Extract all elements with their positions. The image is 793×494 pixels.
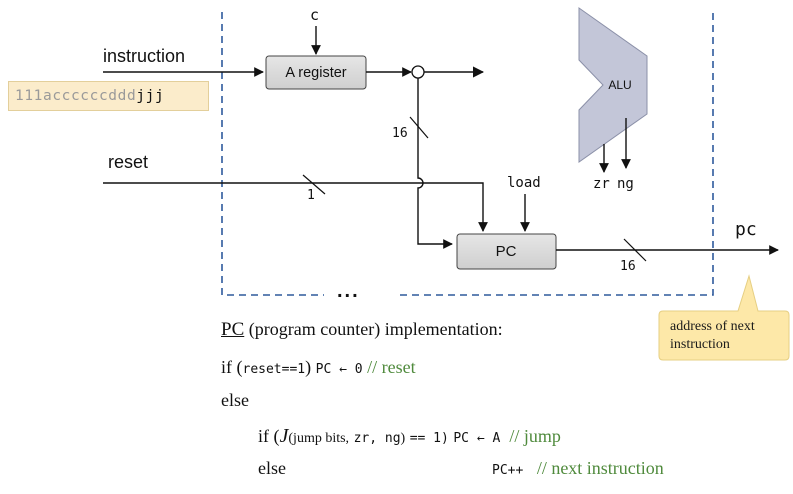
- alu-shape: [578, 7, 648, 163]
- paren-open-1: (: [236, 357, 243, 377]
- jump-args-open: (jump bits,: [288, 431, 350, 446]
- instruction-jump-bits: jjj: [136, 88, 165, 104]
- reset-width: 1: [307, 188, 315, 203]
- jump-args-close: ): [400, 431, 406, 446]
- c-input-label: c: [310, 6, 319, 24]
- pc-box-label: PC: [496, 243, 517, 260]
- pc-heading-abbrev: PC: [221, 319, 245, 340]
- ng-label: ng: [617, 176, 634, 192]
- code-line-jump: if (J(jump bits, zr, ng) == 1) PC ← A //…: [258, 425, 561, 448]
- pc-output-slash: [623, 238, 647, 262]
- ellipsis: ...: [337, 280, 360, 302]
- pc-heading-rest: (program counter) implementation:: [248, 319, 503, 339]
- reset-condition: reset==1: [242, 362, 306, 377]
- junction-node: [411, 65, 425, 79]
- load-label: load: [507, 175, 541, 191]
- if-keyword-2: if: [258, 426, 269, 446]
- code-line-else-2: else: [258, 458, 286, 478]
- pc-box: [456, 233, 557, 270]
- instruction-bits-prefix: 111accccccddd: [15, 88, 137, 104]
- instruction-label: instruction: [103, 46, 185, 66]
- jump-args-vars: zr, ng: [353, 431, 401, 446]
- paren-close-1: ): [305, 357, 312, 377]
- pc-heading: PC (program counter) implementation:: [221, 319, 503, 341]
- reset-label: reset: [108, 152, 148, 172]
- alu-label: ALU: [608, 78, 631, 92]
- pc-output-label: pc: [735, 219, 757, 240]
- increment-action: PC++: [492, 463, 524, 478]
- bus-width-a: 16: [392, 126, 408, 141]
- chip-boundary: [221, 12, 714, 296]
- reset-wire: [103, 182, 488, 232]
- jump-equals: == 1): [409, 431, 449, 446]
- increment-comment: // next instruction: [536, 458, 664, 478]
- jump-action: PC ← A: [453, 431, 501, 446]
- jump-comment: // jump: [509, 426, 561, 446]
- if-keyword-1: if: [221, 357, 232, 377]
- callout-text: address of next instruction: [670, 319, 755, 352]
- pc-output-width: 16: [620, 259, 636, 274]
- jump-function: J: [279, 425, 289, 447]
- zr-label: zr: [593, 176, 610, 192]
- paren-open-2: (: [273, 426, 280, 446]
- reset-action: PC ← 0: [315, 362, 363, 377]
- a-register-label: A register: [285, 65, 346, 81]
- a-to-pc-wire: [417, 78, 453, 249]
- reset-comment: // reset: [367, 357, 416, 377]
- code-line-else-1: else: [221, 390, 249, 410]
- callout-bubble: [658, 274, 790, 361]
- code-line-reset: if (reset==1) PC ← 0 // reset: [221, 357, 416, 378]
- instruction-bits: 111accccccdddjjj: [8, 81, 209, 111]
- reset-slash: [302, 174, 326, 195]
- bus-slash-a: [409, 116, 429, 139]
- code-line-increment: PC++ // next instruction: [492, 458, 664, 479]
